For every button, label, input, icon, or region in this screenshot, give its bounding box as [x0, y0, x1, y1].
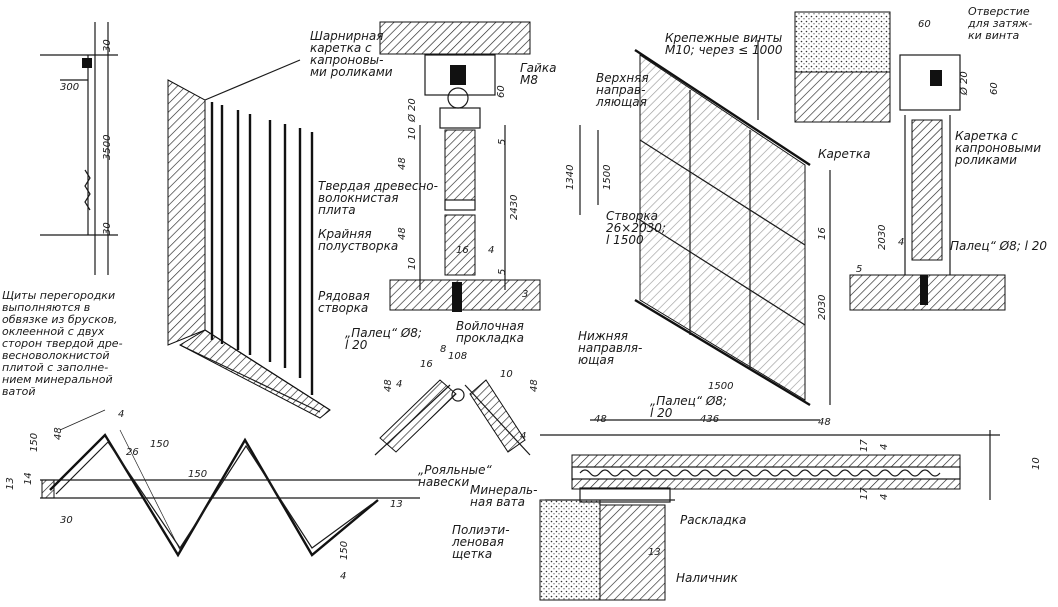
- dim-10-joint: 10: [500, 369, 513, 380]
- label-pin-bottom: „Палец“ Ø8; l 20: [650, 394, 727, 420]
- dim-5-upper: 5: [497, 138, 508, 145]
- dim-48-leaf: 48: [818, 417, 831, 428]
- dim-150-centre: 150: [188, 469, 208, 480]
- dim-10: 10: [407, 127, 418, 140]
- dim-48-upper: 48: [397, 157, 408, 170]
- label-screw-hole: Отверстие для затяж- ки винта: [968, 5, 1033, 42]
- dim-2430: 2430: [509, 194, 520, 220]
- dim-48-joint-right: 48: [529, 379, 540, 392]
- label-casing: Наличник: [676, 571, 738, 585]
- dim-4-bottom: 4: [879, 493, 890, 500]
- label-poly-brush: Полиэти- леновая щетка: [452, 523, 510, 561]
- label-lower-guide: Нижняя направля- ющая: [578, 329, 643, 367]
- vertical-section: [379, 21, 541, 312]
- dim-4-top: 4: [879, 443, 890, 450]
- hinge-joint-detail: [374, 379, 531, 456]
- dim-4-section: 4: [488, 245, 495, 256]
- dim-2030: 2030: [817, 294, 828, 320]
- right-vertical-section: [794, 11, 1006, 311]
- dim-d20-right: Ø 20: [959, 71, 970, 95]
- dim-3: 3: [522, 289, 529, 300]
- dim-4-plan-top: 4: [118, 409, 125, 420]
- leaf-elevation: [579, 40, 831, 421]
- label-pin-left: „Палец“ Ø8; l 20: [345, 326, 422, 352]
- dim-150-mid: 150: [150, 439, 170, 450]
- label-screws: Крепежные винты М10; через ≤ 1000: [665, 31, 783, 57]
- label-carriage: Каретка: [818, 147, 871, 161]
- dim-30-top: 30: [102, 39, 113, 52]
- dim-17-top: 17: [859, 439, 870, 452]
- label-batten: Раскладка: [680, 513, 747, 527]
- label-hinge-carriage: Шарнирная каретка с капроновы- ми ролика…: [310, 29, 393, 79]
- dim-300: 300: [60, 82, 80, 93]
- dim-60-right-vertical: 60: [989, 82, 1000, 95]
- dim-60: 60: [496, 85, 507, 98]
- dim-16-joint: 16: [420, 359, 433, 370]
- label-piano-hinges: „Рояльные“ навески: [418, 463, 492, 489]
- label-nut: Гайка М8: [520, 61, 557, 87]
- dim-17-bottom: 17: [859, 487, 870, 500]
- dim-2030-right: 2030: [877, 224, 888, 250]
- dim-3500: 3500: [102, 134, 113, 160]
- dim-48-section: 48: [594, 414, 607, 425]
- dim-150-left: 150: [29, 432, 40, 452]
- schematic-elevation: [40, 22, 118, 275]
- dim-150-right: 150: [339, 540, 350, 560]
- dim-30-plan: 30: [60, 515, 73, 526]
- dim-14: 14: [23, 472, 34, 485]
- label-hardboard: Твердая древесно- волокнистая плита: [318, 179, 438, 217]
- dim-4-joint-right: 4: [520, 431, 527, 442]
- label-mineral-wool: Минераль- ная вата: [470, 483, 538, 509]
- horizontal-section: [539, 430, 1000, 601]
- dim-13-plan: 13: [5, 477, 16, 490]
- dim-436: 436: [700, 414, 720, 425]
- dim-1500-vertical: 1500: [602, 164, 613, 190]
- isometric-partition-view: [167, 59, 331, 419]
- dim-1340: 1340: [565, 164, 576, 190]
- dim-4-plan: 4: [340, 571, 347, 582]
- dim-8: 8: [440, 344, 447, 355]
- label-row-leaf: Рядовая створка: [318, 289, 370, 315]
- dim-16: 16: [456, 245, 469, 256]
- dim-4-joint: 4: [396, 379, 403, 390]
- dim-16-leaf: 16: [817, 227, 828, 240]
- label-pin-right: Палец“ Ø8; l 20: [950, 239, 1047, 253]
- dim-48-joint-left: 48: [383, 379, 394, 392]
- label-felt-gasket: Войлочная прокладка: [456, 319, 524, 345]
- dim-1500-horizontal: 1500: [708, 381, 734, 392]
- dim-48-plan: 48: [53, 427, 64, 440]
- dim-5-right: 5: [856, 264, 863, 275]
- dim-26: 26: [126, 447, 139, 458]
- label-panels-note: Щиты перегородки выполняются в обвязке и…: [2, 289, 123, 398]
- zigzag-plan: [40, 409, 420, 558]
- label-carriage-rollers: Каретка с капроновыми роликами: [955, 129, 1041, 167]
- dim-48-lower: 48: [397, 227, 408, 240]
- dim-108: 108: [448, 351, 468, 362]
- dim-5-lower: 5: [497, 268, 508, 275]
- label-leaf-size: Створка 26×2030; l 1500: [606, 209, 666, 247]
- dim-10-section: 10: [1031, 457, 1042, 470]
- dim-30-bottom: 30: [102, 222, 113, 235]
- dim-13-casing: 13: [648, 547, 661, 558]
- label-end-half-leaf: Крайняя полустворка: [318, 227, 399, 253]
- dim-60-right: 60: [918, 19, 931, 30]
- dim-10-lower: 10: [407, 257, 418, 270]
- dim-d20: Ø 20: [407, 98, 418, 122]
- dim-13-plan-right: 13: [390, 499, 403, 510]
- dim-4-right: 4: [898, 237, 905, 248]
- label-upper-guide: Верхняя направ- ляющая: [596, 71, 649, 109]
